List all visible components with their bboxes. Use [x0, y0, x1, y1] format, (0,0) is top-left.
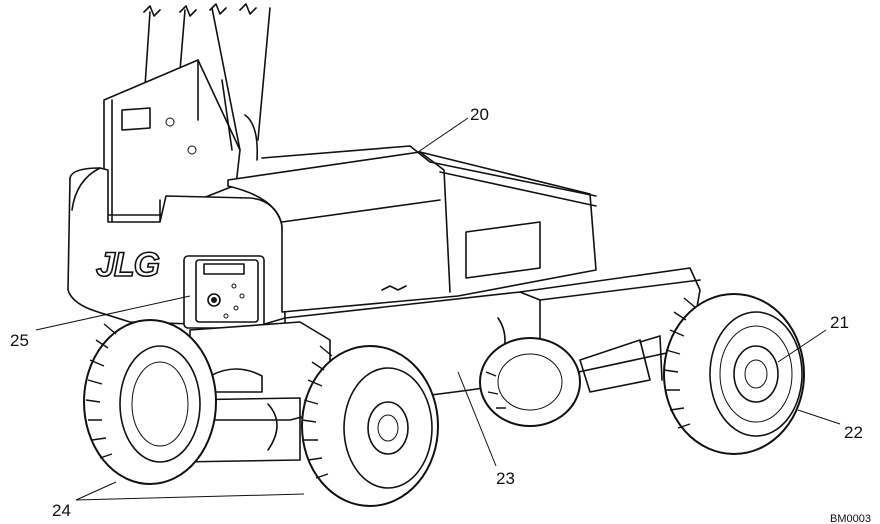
callout-24: 24: [52, 501, 71, 520]
boom-assembly: [103, 3, 271, 227]
engine-hood: [227, 145, 597, 313]
jlg-logo-text: JLG: [96, 246, 160, 284]
callout-23: 23: [496, 469, 515, 488]
wheel-rear-right: [479, 337, 581, 427]
wheel-rear-left: [83, 319, 217, 485]
wheel-front-left: [301, 345, 439, 507]
wheel-front-right: [663, 293, 805, 455]
callout-20: 20: [470, 105, 489, 124]
callout-22: 22: [844, 423, 863, 442]
ground-control-box: [183, 255, 265, 329]
callout-21: 21: [830, 313, 849, 332]
figure-reference-code: BM0003: [830, 513, 871, 524]
callout-25: 25: [10, 331, 29, 350]
callout-leaders: [35, 117, 841, 501]
